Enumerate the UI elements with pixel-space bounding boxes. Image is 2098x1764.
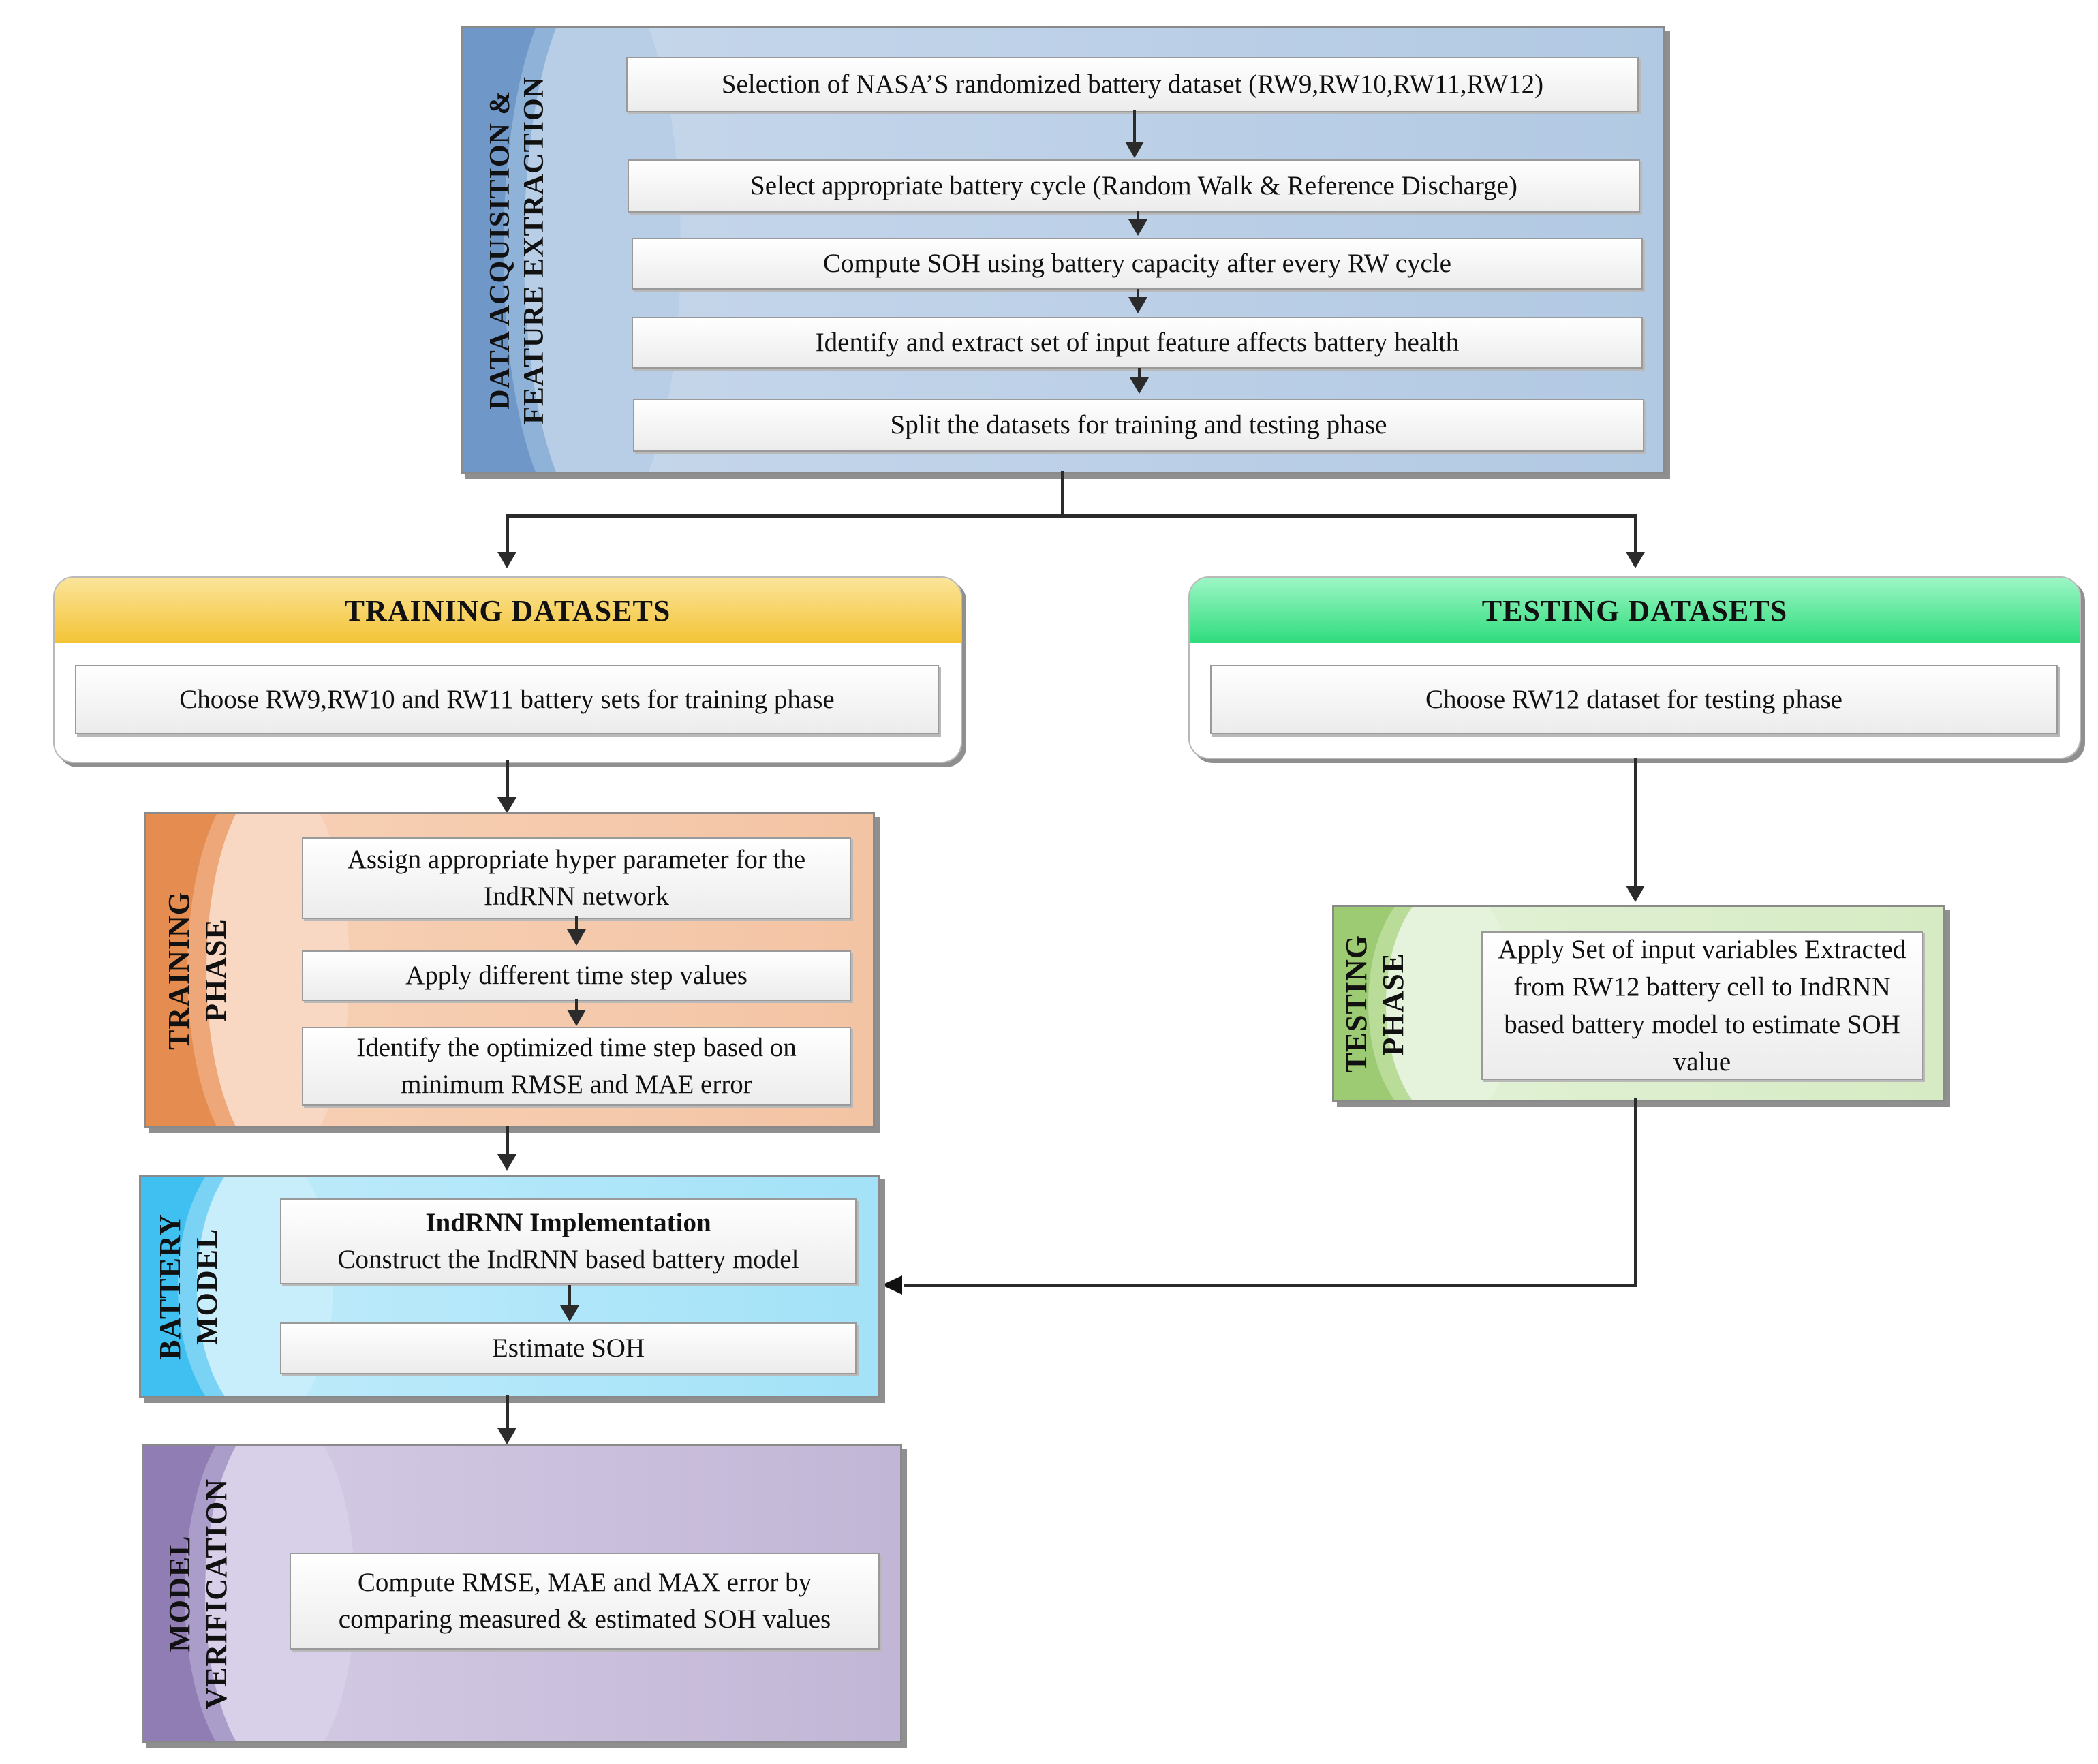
- arrow-icon: [497, 1154, 516, 1171]
- training-phase-label: TRAINING PHASE: [162, 891, 232, 1050]
- battery-model-label: BATTERY MODEL: [153, 1213, 223, 1360]
- testing-datasets-card: TESTING DATASETS Choose RW12 dataset for…: [1188, 576, 2081, 759]
- arrow-icon: [497, 1428, 516, 1444]
- testing-phase-step: Apply Set of input variables Extracted f…: [1481, 931, 1923, 1080]
- arrow-icon: [497, 797, 516, 814]
- arrow-icon: [1626, 552, 1645, 568]
- testing-datasets-choice: Choose RW12 dataset for testing phase: [1210, 665, 2058, 734]
- step-select-cycle: Select appropriate battery cycle (Random…: [628, 159, 1640, 213]
- arrow-icon: [882, 1275, 902, 1295]
- indrnn-implementation-text: Construct the IndRNN based battery model: [337, 1245, 799, 1274]
- estimate-soh-step: Estimate SOH: [280, 1322, 857, 1374]
- training-datasets-title: TRAINING DATASETS: [55, 578, 961, 643]
- step-compute-soh: Compute SOH using battery capacity after…: [632, 238, 1643, 290]
- arrow-icon: [1626, 886, 1645, 902]
- data-acquisition-label: DATA ACQUISITION & FEATURE EXTRACTION: [484, 76, 550, 424]
- training-phase-panel: TRAINING PHASE Assign appropriate hyper …: [144, 812, 875, 1128]
- indrnn-implementation-step: IndRNN Implementation Construct the IndR…: [280, 1198, 857, 1284]
- step-split-datasets: Split the datasets for training and test…: [633, 399, 1644, 452]
- arrow-icon: [567, 1010, 586, 1026]
- step-optimize-time-step: Identify the optimized time step based o…: [302, 1027, 851, 1106]
- split-connector: [1061, 471, 1064, 518]
- testing-datasets-title: TESTING DATASETS: [1190, 578, 2080, 643]
- indrnn-implementation-title: IndRNN Implementation: [425, 1208, 711, 1237]
- model-verification-label: MODEL VERIFICATION: [163, 1478, 233, 1709]
- arrow-icon: [560, 1305, 579, 1322]
- step-assign-hyperparameters: Assign appropriate hyper parameter for t…: [302, 837, 851, 919]
- testing-to-model-connector: [1634, 1098, 1637, 1286]
- arrow-icon: [1128, 297, 1147, 313]
- training-datasets-card: TRAINING DATASETS Choose RW9,RW10 and RW…: [53, 576, 962, 763]
- testing-phase-label: TESTING PHASE: [1340, 934, 1410, 1073]
- arrow-icon: [1128, 219, 1147, 236]
- battery-model-panel: BATTERY MODEL IndRNN Implementation Cons…: [139, 1175, 880, 1398]
- arrow-icon: [567, 929, 586, 946]
- step-select-dataset: Selection of NASA’S randomized battery d…: [626, 57, 1639, 112]
- model-verification-panel: MODEL VERIFICATION Compute RMSE, MAE and…: [142, 1444, 902, 1743]
- arrow-icon: [1130, 377, 1149, 394]
- verification-step: Compute RMSE, MAE and MAX error by compa…: [290, 1553, 880, 1650]
- step-extract-features: Identify and extract set of input featur…: [632, 317, 1643, 369]
- data-acquisition-panel: DATA ACQUISITION & FEATURE EXTRACTION Se…: [461, 26, 1665, 474]
- training-datasets-choice: Choose RW9,RW10 and RW11 battery sets fo…: [75, 665, 939, 734]
- arrow-icon: [1125, 142, 1144, 158]
- arrow-icon: [497, 552, 516, 568]
- testing-phase-panel: TESTING PHASE Apply Set of input variabl…: [1332, 905, 1945, 1102]
- step-apply-time-steps: Apply different time step values: [302, 950, 851, 1001]
